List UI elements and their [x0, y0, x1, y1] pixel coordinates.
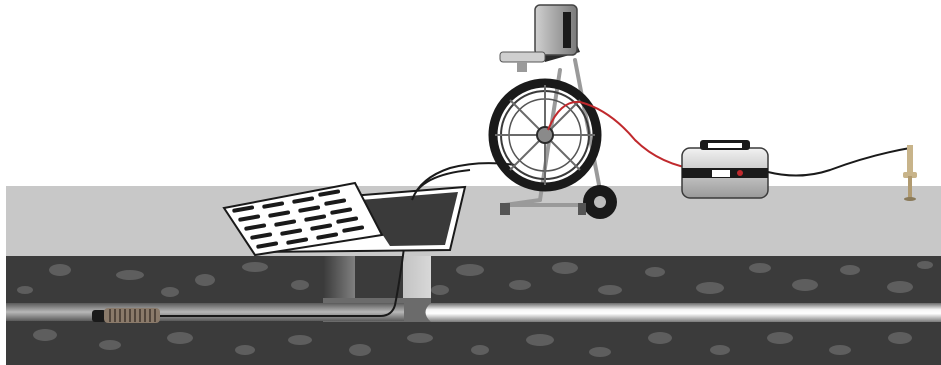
- pavement-surface: [6, 186, 941, 256]
- sewer-pipe-left: [6, 303, 404, 321]
- sky-background: [0, 0, 941, 186]
- inspection-camera-probe-icon: [92, 308, 160, 323]
- locator-receiver-box-icon: [682, 140, 768, 198]
- sewer-pipe-right: [426, 303, 941, 322]
